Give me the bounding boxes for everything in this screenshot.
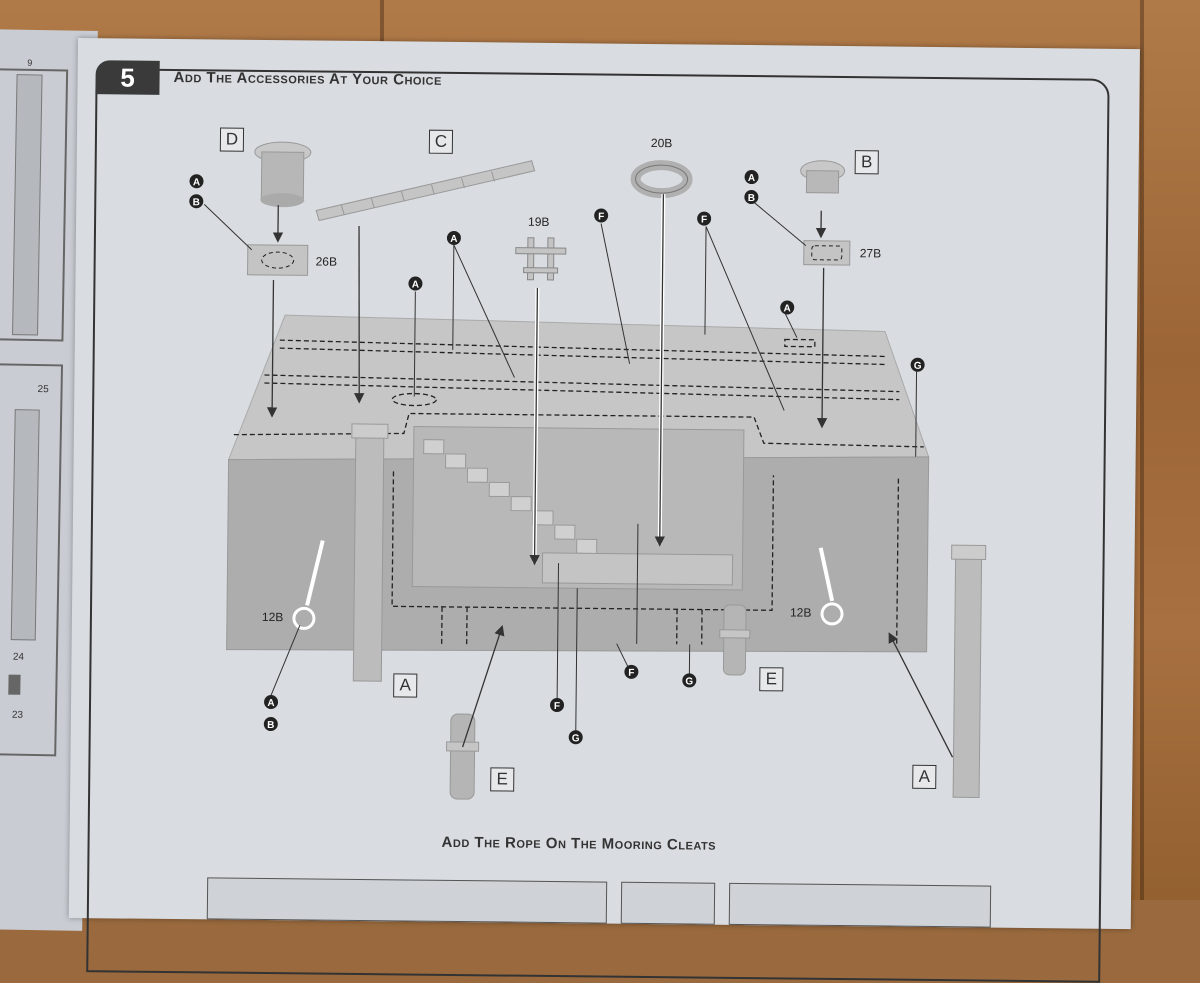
glue-marker-b: B — [193, 197, 200, 208]
base-plate-26 — [247, 244, 309, 276]
part-box-c: C — [428, 129, 454, 154]
previous-page-sheet: 9 25 24 23 — [0, 29, 98, 931]
part-box-d: D — [219, 127, 245, 152]
mooring-post-right — [952, 551, 983, 798]
glue-markers: A B A A F F A B A G A B F G F G — [189, 170, 925, 744]
ring-left — [292, 606, 316, 630]
stairs — [423, 439, 598, 554]
glue-marker-g: G — [685, 676, 693, 687]
glue-marker-a: A — [267, 698, 274, 709]
glue-marker-f: F — [628, 668, 634, 679]
rope-panel-2 — [620, 881, 716, 925]
base-plate-27 — [803, 240, 851, 266]
part-number-27b: 27B — [859, 246, 882, 261]
part-box-e-center: E — [759, 667, 784, 692]
part-box-b: B — [854, 150, 879, 175]
glue-marker-a: A — [412, 280, 419, 291]
glue-marker-f: F — [598, 211, 604, 222]
glue-marker-g: G — [572, 733, 580, 744]
ring-right — [820, 602, 844, 626]
part-number-26b: 26B — [315, 254, 338, 269]
glue-marker-f: F — [554, 701, 560, 712]
rope-panel-1 — [206, 877, 608, 924]
part-number-12b-right: 12B — [789, 605, 812, 620]
glue-marker-g: G — [914, 361, 922, 372]
sprue-number-23: 23 — [12, 710, 24, 721]
glue-marker-b: B — [748, 193, 755, 204]
sprue-number-24: 24 — [13, 652, 25, 663]
sprue-number-9: 9 — [27, 58, 32, 68]
part-number-12b-left: 12B — [261, 609, 284, 625]
glue-marker-f: F — [701, 215, 707, 226]
rope-section-title: Add The Rope On The Mooring Cleats — [441, 833, 717, 854]
part-number-19b: 19B — [528, 214, 550, 229]
bollard-d — [254, 141, 312, 208]
part-number-20b: 20B — [650, 136, 673, 151]
leader-lines — [203, 199, 918, 734]
glue-marker-b: B — [267, 720, 274, 731]
glue-marker-a: A — [748, 173, 755, 184]
part-box-e-bottom: E — [490, 767, 515, 792]
mooring-cleat-b — [800, 160, 846, 194]
sprue-drawing: 9 25 24 23 — [0, 58, 69, 757]
instruction-sheet: 5 Add The Accessories At Your Choice — [68, 38, 1140, 983]
glue-dashed-lines — [233, 338, 924, 648]
placement-arrows — [266, 194, 954, 758]
bollard-e-center — [719, 604, 751, 676]
assembly-diagram: A B A A F F A B A G A B F G F G — [189, 141, 987, 800]
part-box-a-left: A — [393, 673, 418, 698]
bollard-e-bottom — [446, 713, 480, 800]
glue-marker-a: A — [193, 177, 200, 188]
sprue-number-25: 25 — [37, 384, 49, 395]
glue-marker-a: A — [450, 234, 457, 245]
lifebuoy-stand — [515, 237, 567, 281]
mooring-post-left — [352, 430, 385, 682]
glue-marker-a: A — [784, 303, 791, 314]
part-box-a-right: A — [912, 764, 937, 790]
ladder-c — [315, 160, 536, 222]
rope-panel-3 — [728, 882, 992, 928]
